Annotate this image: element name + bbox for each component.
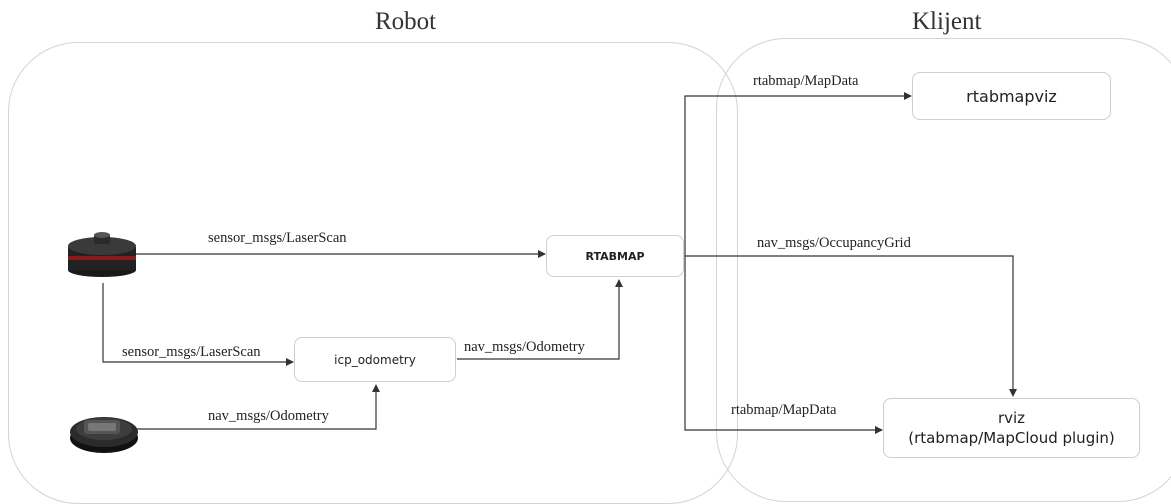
rtabmapviz-node[interactable]: rtabmapviz — [912, 72, 1111, 120]
edge-rtabmap-bus — [684, 92, 912, 264]
lidar-sensor-image — [66, 230, 138, 283]
edge-label-occupancy: nav_msgs/OccupancyGrid — [757, 235, 911, 251]
robot-base-icon — [70, 417, 138, 453]
edge-lidar-to-icp — [102, 283, 294, 366]
edge-label-base-icp: nav_msgs/Odometry — [208, 408, 329, 424]
rtabmap-label: RTABMAP — [585, 249, 645, 263]
rtabmap-node[interactable]: RTABMAP — [546, 235, 684, 277]
icp-odometry-node[interactable]: icp_odometry — [294, 337, 456, 382]
edge-label-lidar-icp: sensor_msgs/LaserScan — [122, 344, 261, 360]
client-group-title: Klijent — [912, 8, 982, 35]
edges-layer — [102, 92, 1017, 434]
rviz-label: rviz — [997, 409, 1026, 427]
edge-base-to-icp — [137, 384, 380, 430]
edge-occupancy — [685, 255, 1017, 397]
edge-label-rtabmap-rviz: rtabmap/MapData — [731, 402, 837, 418]
rviz-node[interactable]: rviz (rtabmap/MapCloud plugin) — [883, 398, 1140, 458]
icp-odometry-label: icp_odometry — [334, 352, 416, 367]
edge-label-lidar-rtabmap: sensor_msgs/LaserScan — [208, 230, 347, 246]
lidar-icon — [68, 232, 136, 277]
robot-group-title: Robot — [375, 8, 437, 35]
edge-label-rtabmap-viz: rtabmap/MapData — [753, 73, 859, 89]
edge-icp-to-rtabmap — [457, 279, 623, 360]
edge-label-icp-rtabmap: nav_msgs/Odometry — [464, 339, 585, 355]
edge-rtabmap-to-rviz — [684, 264, 883, 434]
rviz-plugin-label: (rtabmap/MapCloud plugin) — [908, 429, 1115, 447]
robot-base-image — [68, 404, 140, 461]
rtabmapviz-label: rtabmapviz — [966, 86, 1057, 106]
